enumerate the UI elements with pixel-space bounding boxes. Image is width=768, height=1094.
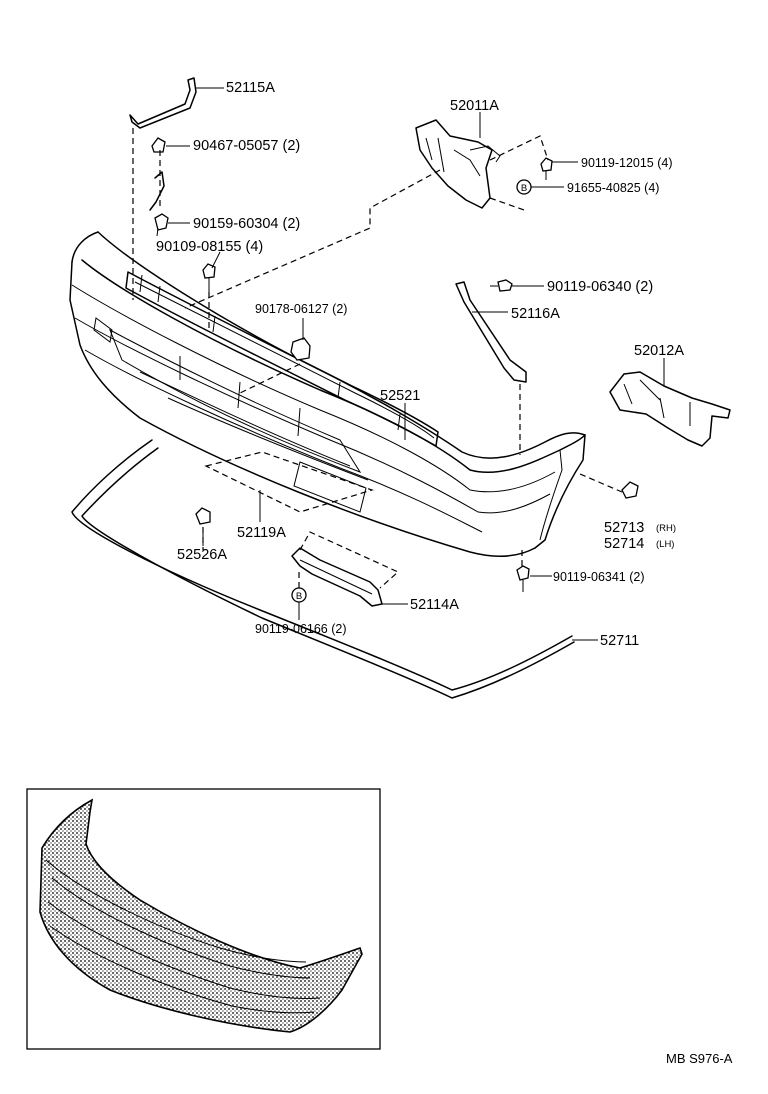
bracket-52012A bbox=[609, 371, 731, 447]
label-90178-06127: 90178-06127 (2) bbox=[255, 302, 347, 316]
label-52114A: 52114A bbox=[410, 597, 459, 613]
label-52011A: 52011A bbox=[450, 98, 499, 114]
washer-90119-06166: B bbox=[291, 587, 307, 603]
label-90119-06341: 90119-06341 (2) bbox=[553, 570, 645, 584]
bolt-90119-06340 bbox=[490, 279, 513, 292]
bracket-52115A bbox=[129, 77, 197, 129]
washer-91655-40825: B bbox=[516, 179, 532, 195]
badge-letter: B bbox=[296, 591, 302, 602]
label-52526A: 52526A bbox=[177, 547, 227, 563]
bolt-90119-06341 bbox=[516, 565, 530, 592]
bumper-cover bbox=[69, 231, 586, 558]
label-52521: 52521 bbox=[380, 388, 420, 404]
label-90109-08155: 90109-08155 (4) bbox=[156, 239, 263, 255]
clip-90467-05057 bbox=[151, 137, 166, 153]
label-52714: 52714 bbox=[604, 536, 644, 552]
label-52714-side: (LH) bbox=[656, 539, 674, 550]
alignment-lines bbox=[132, 128, 623, 589]
label-90119-06166: 90119-06166 (2) bbox=[255, 622, 347, 636]
inset-bumper bbox=[39, 798, 363, 1033]
leader-lines bbox=[166, 87, 665, 641]
label-52713: 52713 bbox=[604, 520, 644, 536]
figure-code: MB S976-A bbox=[666, 1051, 733, 1066]
label-52711: 52711 bbox=[600, 633, 639, 649]
side-stay-left bbox=[149, 171, 165, 211]
label-52713-side: (RH) bbox=[656, 523, 676, 534]
label-90119-12015: 90119-12015 (4) bbox=[581, 156, 673, 170]
bolt-90119-12015 bbox=[540, 157, 553, 180]
bolt-90109-08155 bbox=[202, 263, 216, 292]
label-91655-40825: 91655-40825 (4) bbox=[567, 181, 659, 195]
label-52012A: 52012A bbox=[634, 343, 684, 359]
fastener-90159-60304 bbox=[154, 213, 169, 237]
bracket-52011A bbox=[415, 119, 501, 209]
inset-view bbox=[26, 788, 381, 1050]
cap-52713-52714 bbox=[621, 481, 639, 499]
label-52119A: 52119A bbox=[237, 525, 286, 541]
molding-52711 bbox=[71, 439, 575, 699]
label-52116A: 52116A bbox=[511, 306, 560, 322]
label-90467-05057: 90467-05057 (2) bbox=[193, 138, 300, 154]
nut-90178-06127 bbox=[290, 337, 311, 361]
stay-52116A bbox=[455, 281, 527, 383]
label-90159-60304: 90159-60304 (2) bbox=[193, 216, 300, 232]
label-90119-06340: 90119-06340 (2) bbox=[547, 279, 653, 295]
badge-letter: B bbox=[521, 183, 527, 194]
label-52115A: 52115A bbox=[226, 80, 275, 96]
clip-52526A bbox=[195, 507, 211, 525]
